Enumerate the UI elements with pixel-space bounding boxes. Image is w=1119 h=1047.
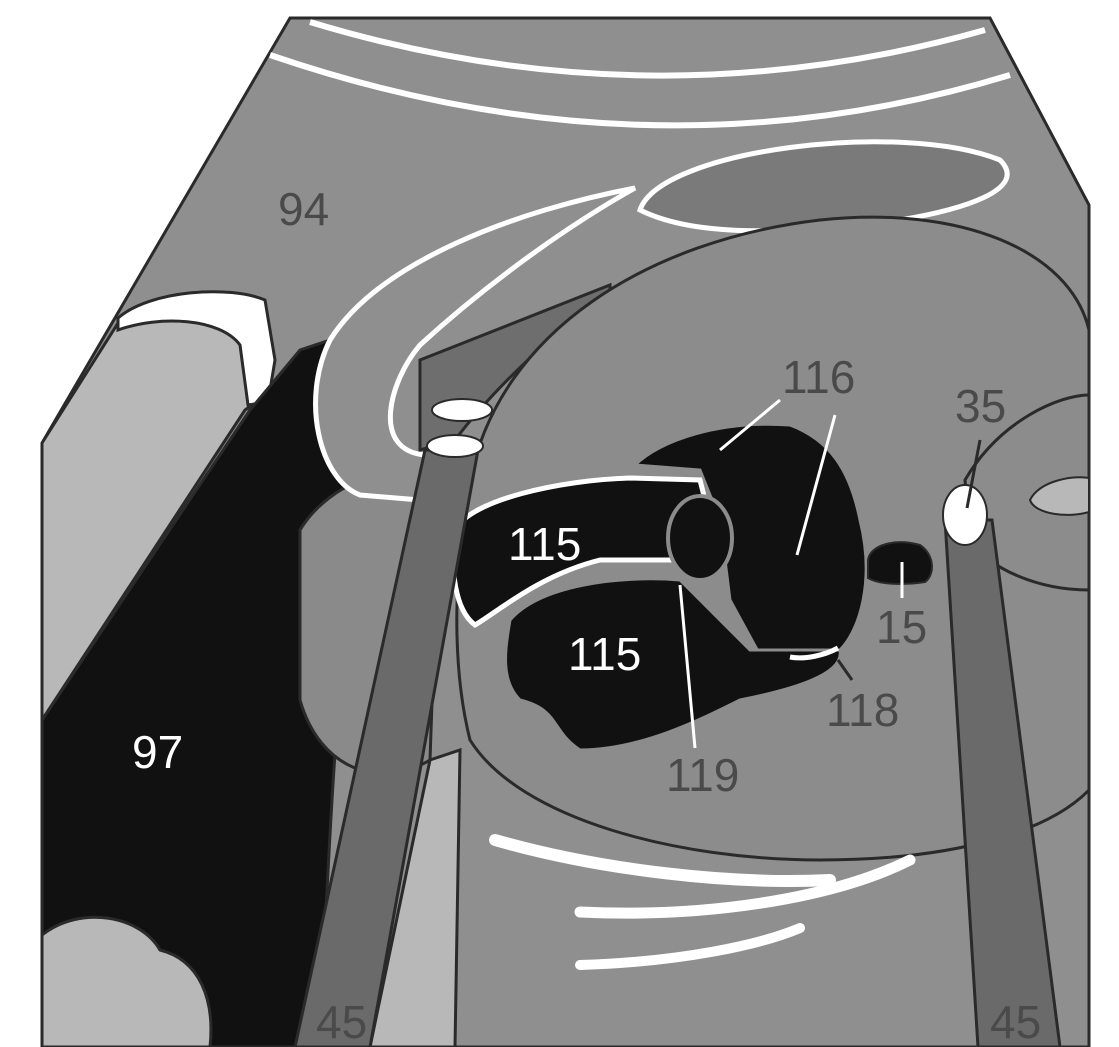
label-97: 97	[132, 726, 183, 778]
label-45-right: 45	[990, 996, 1041, 1047]
label-15: 15	[876, 601, 927, 653]
right-needle-tip	[943, 485, 987, 545]
label-94: 94	[278, 183, 329, 235]
left-needle-tip-1	[432, 399, 492, 421]
label-35: 35	[955, 380, 1006, 432]
fluid-small-15	[868, 542, 932, 584]
left-needle-tip-2	[427, 435, 483, 457]
label-115-upper: 115	[508, 518, 581, 570]
label-118: 118	[826, 684, 899, 736]
label-116: 116	[782, 351, 855, 403]
label-119: 119	[666, 749, 739, 801]
fluid-center-oval	[668, 496, 732, 580]
label-45-left: 45	[316, 996, 367, 1047]
label-115-lower: 115	[568, 628, 641, 680]
